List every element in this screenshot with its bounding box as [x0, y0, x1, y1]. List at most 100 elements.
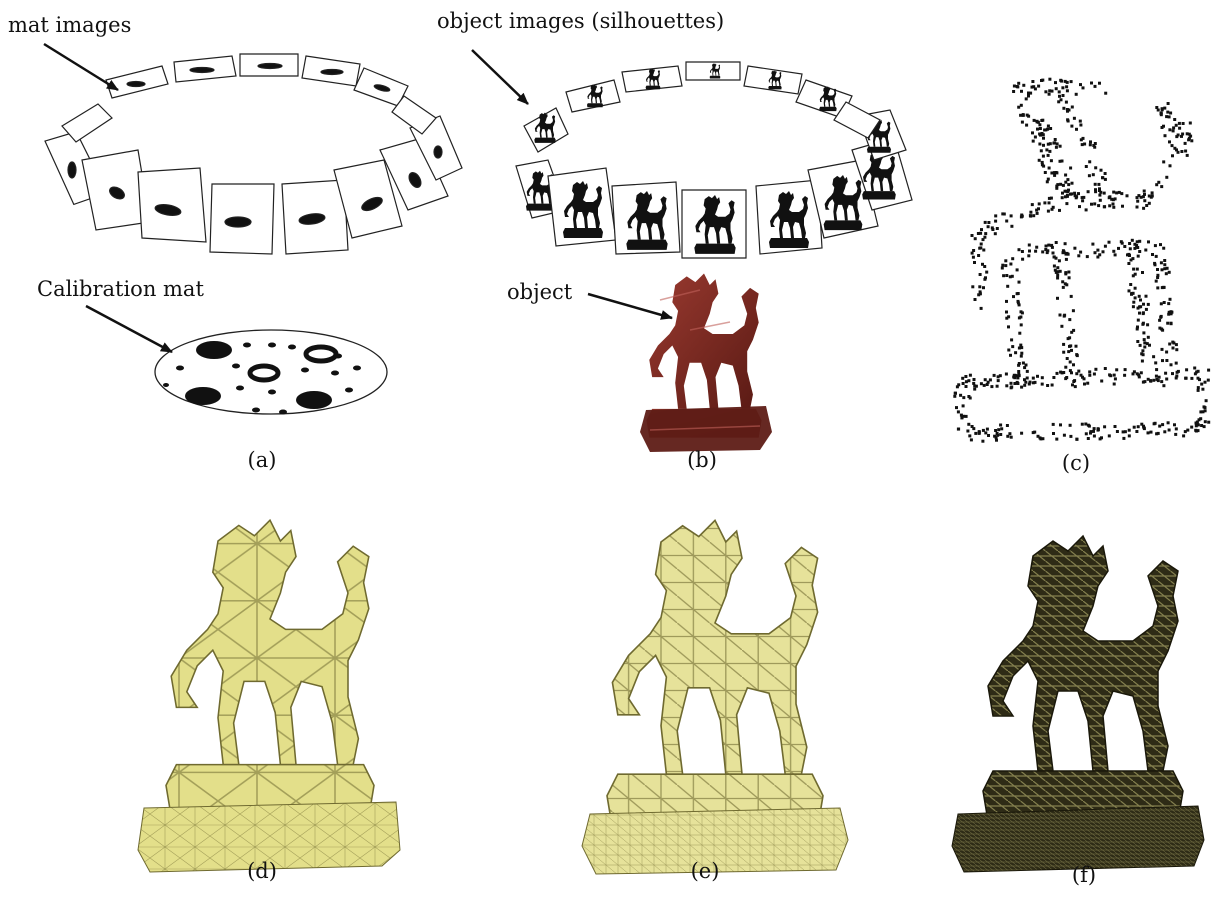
point — [1142, 312, 1145, 315]
point — [979, 290, 982, 293]
point — [1009, 263, 1012, 266]
point — [1032, 140, 1035, 143]
point — [1010, 214, 1013, 217]
point — [1087, 190, 1090, 193]
point — [1114, 377, 1117, 380]
point — [1048, 201, 1051, 204]
point — [1057, 100, 1060, 103]
point — [982, 238, 985, 241]
point — [1114, 425, 1117, 428]
point — [1006, 424, 1009, 427]
point — [1116, 430, 1119, 433]
point — [1009, 354, 1012, 357]
point — [1042, 137, 1045, 140]
point — [1128, 254, 1131, 257]
point — [1168, 429, 1171, 432]
point — [1137, 373, 1140, 376]
point — [1069, 361, 1072, 364]
point — [1073, 379, 1076, 382]
point — [1145, 308, 1148, 311]
point — [1163, 301, 1166, 304]
point — [1165, 378, 1168, 381]
point — [1168, 140, 1171, 143]
point — [1050, 197, 1053, 200]
point — [1152, 355, 1155, 358]
point — [1161, 348, 1164, 351]
point — [1108, 204, 1111, 207]
point — [1122, 437, 1125, 440]
point — [1097, 428, 1100, 431]
point — [1147, 336, 1150, 339]
point — [1155, 255, 1158, 258]
point — [1166, 322, 1169, 325]
point — [1148, 195, 1151, 198]
point — [1136, 246, 1139, 249]
point — [1005, 220, 1008, 223]
point — [1027, 254, 1030, 257]
point — [1027, 115, 1030, 118]
point — [1066, 357, 1069, 360]
point — [1175, 135, 1178, 138]
point — [1066, 81, 1069, 84]
point — [1056, 297, 1059, 300]
panel-f: (f) — [952, 536, 1204, 887]
point — [1048, 167, 1051, 170]
point — [1017, 370, 1020, 373]
panel-c: (c) — [953, 78, 1210, 475]
point — [1175, 375, 1178, 378]
point — [1069, 344, 1072, 347]
point — [1064, 181, 1067, 184]
silhouette-frame — [756, 180, 822, 254]
point — [1005, 274, 1008, 277]
point — [1041, 132, 1044, 135]
point — [1067, 350, 1070, 353]
point — [959, 394, 962, 397]
point — [1128, 289, 1131, 292]
point — [1036, 128, 1039, 131]
point — [1161, 126, 1164, 129]
point — [1068, 336, 1071, 339]
point — [1170, 311, 1173, 314]
point — [1139, 305, 1142, 308]
point — [1013, 85, 1016, 88]
mat-frame — [138, 168, 206, 242]
panel-d: (d) — [138, 520, 400, 883]
point — [996, 385, 999, 388]
point — [1018, 281, 1021, 284]
object-images-arrow — [472, 50, 528, 104]
point — [1094, 166, 1097, 169]
point — [1178, 122, 1181, 125]
point — [1055, 187, 1058, 190]
point — [1145, 295, 1148, 298]
caption-f: (f) — [1072, 863, 1096, 887]
point — [1093, 373, 1096, 376]
point — [1082, 86, 1085, 89]
point — [1128, 242, 1131, 245]
point — [1062, 286, 1065, 289]
point — [1199, 417, 1202, 420]
point — [1134, 287, 1137, 290]
point — [1093, 435, 1096, 438]
point — [1052, 432, 1055, 435]
point — [1135, 430, 1138, 433]
point — [987, 434, 990, 437]
point — [1070, 349, 1073, 352]
point — [1055, 171, 1058, 174]
point — [1168, 343, 1171, 346]
point — [1059, 160, 1062, 163]
point — [1031, 80, 1034, 83]
point — [1129, 247, 1132, 250]
point — [1068, 276, 1071, 279]
point — [1120, 240, 1123, 243]
point — [1087, 437, 1090, 440]
point — [1143, 380, 1146, 383]
point — [1088, 374, 1091, 377]
point — [972, 427, 975, 430]
point — [984, 232, 987, 235]
point — [984, 378, 987, 381]
point — [1168, 311, 1171, 314]
point — [1071, 182, 1074, 185]
point — [987, 381, 990, 384]
point — [1136, 340, 1139, 343]
